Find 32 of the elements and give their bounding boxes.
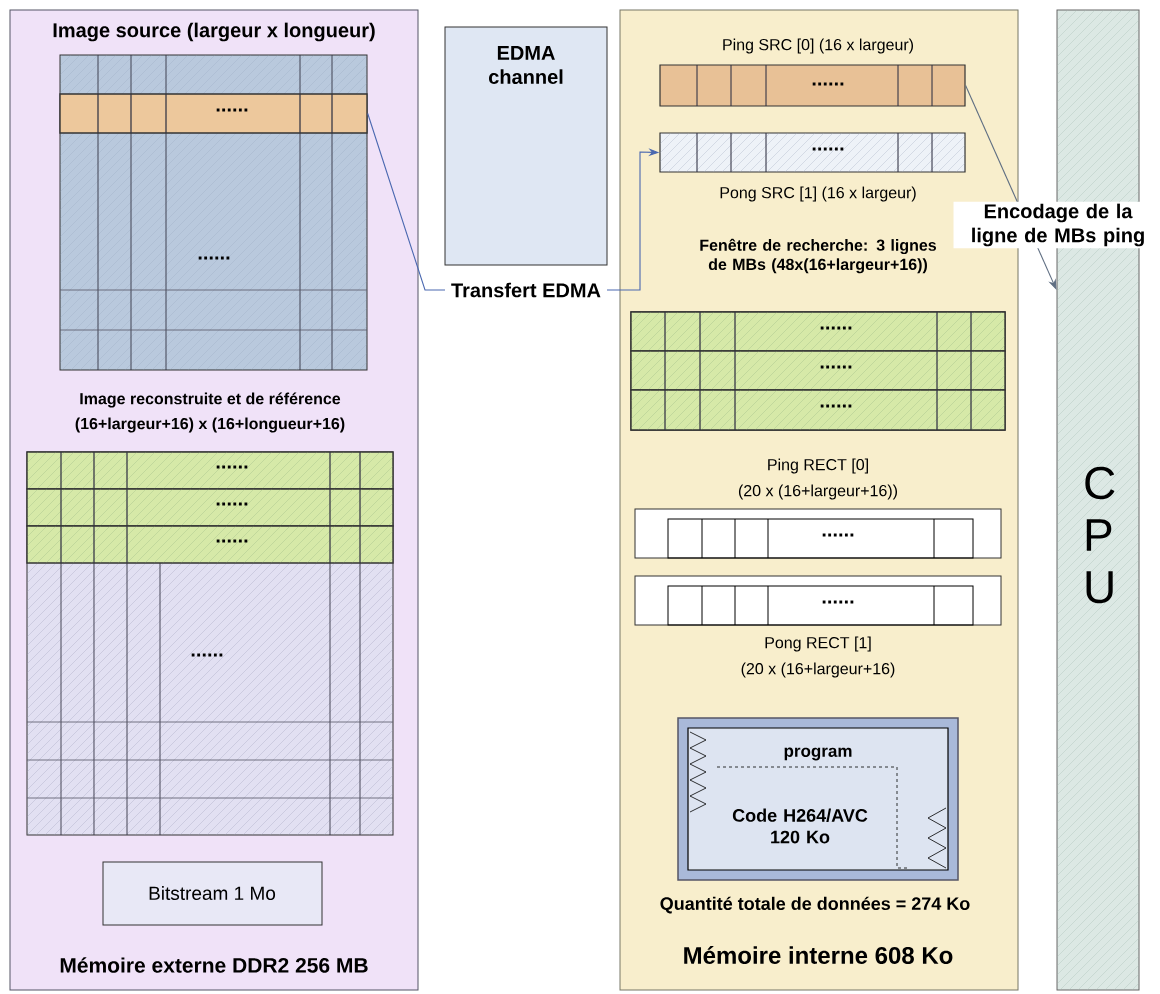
grid-title: Fenêtre de recherche: 3 lignes de MBs (48x(16+largeur+16)) (700, 238, 936, 274)
ellipsis: ...... (822, 533, 854, 537)
grid-title: (16+largeur+16) x (16+longueur+16) (75, 417, 345, 433)
row-caption: Pong RECT [1] (765, 636, 871, 652)
ellipsis: ...... (216, 465, 248, 469)
grid-title: Image source (largeur x longueur) (53, 22, 375, 42)
ellipsis: ...... (820, 404, 852, 408)
edge-label: Encodage de la ligne de MBs ping (953, 201, 1160, 249)
panel-title: Mémoire externe DDR2 256 MB (60, 957, 368, 973)
row-caption: Ping RECT [0] (768, 458, 868, 474)
ellipsis: ...... (198, 256, 230, 260)
box-label: program (784, 747, 852, 761)
edge-label: Transfert EDMA (445, 280, 607, 300)
ellipsis: ...... (822, 600, 854, 604)
box-label: EDMA channel (489, 46, 563, 84)
ellipsis: ...... (216, 502, 248, 506)
row-caption: Ping SRC [0] (16 x largeur) (723, 38, 913, 54)
box-label: Bitstream 1 Mo (149, 886, 276, 900)
ellipsis: ...... (820, 365, 852, 369)
row-caption: Pong SRC [1] (16 x largeur) (720, 186, 916, 202)
ellipsis: ...... (812, 147, 844, 151)
ellipsis: ...... (812, 82, 844, 86)
grid-title: Image reconstruite et de référence (80, 392, 341, 408)
ellipsis: ...... (820, 326, 852, 330)
row-caption: (20 x (16+largeur+16)) (738, 484, 897, 500)
ellipsis: ...... (216, 539, 248, 543)
box-label: Code H264/AVC 120 Ko (732, 808, 868, 844)
ellipsis: ...... (216, 108, 248, 112)
ellipsis: ...... (191, 653, 223, 657)
row-caption: (20 x (16+largeur+16) (741, 662, 895, 678)
panel-title: Mémoire interne 608 Ko (684, 946, 953, 964)
cpu-label: C P U (1085, 466, 1115, 604)
